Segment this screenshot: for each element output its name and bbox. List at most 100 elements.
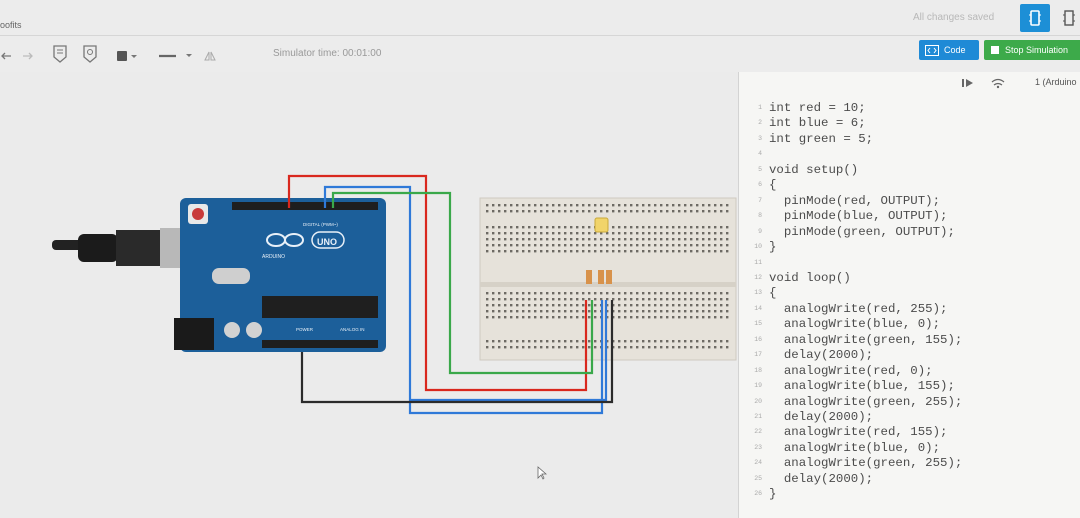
- breadboard-hole[interactable]: [516, 204, 519, 207]
- breadboard-hole[interactable]: [540, 238, 543, 241]
- breadboard-hole[interactable]: [678, 316, 681, 319]
- breadboard-hole[interactable]: [714, 210, 717, 213]
- breadboard-hole[interactable]: [594, 238, 597, 241]
- breadboard-hole[interactable]: [564, 244, 567, 247]
- breadboard-hole[interactable]: [672, 310, 675, 313]
- breadboard-hole[interactable]: [636, 210, 639, 213]
- breadboard-hole[interactable]: [624, 238, 627, 241]
- breadboard-hole[interactable]: [696, 346, 699, 349]
- breadboard-hole[interactable]: [690, 316, 693, 319]
- breadboard-hole[interactable]: [666, 244, 669, 247]
- breadboard-hole[interactable]: [708, 232, 711, 235]
- device-select[interactable]: 1 (Arduino: [1035, 77, 1077, 87]
- breadboard-hole[interactable]: [564, 310, 567, 313]
- breadboard-hole[interactable]: [534, 250, 537, 253]
- breadboard-hole[interactable]: [552, 210, 555, 213]
- breadboard-hole[interactable]: [588, 204, 591, 207]
- breadboard-hole[interactable]: [720, 250, 723, 253]
- breadboard-hole[interactable]: [486, 232, 489, 235]
- project-name[interactable]: oofits: [0, 20, 22, 30]
- breadboard-hole[interactable]: [594, 292, 597, 295]
- breadboard-hole[interactable]: [498, 292, 501, 295]
- breadboard-hole[interactable]: [672, 232, 675, 235]
- breadboard-hole[interactable]: [720, 292, 723, 295]
- breadboard-hole[interactable]: [714, 340, 717, 343]
- breadboard-hole[interactable]: [492, 226, 495, 229]
- breadboard-hole[interactable]: [726, 310, 729, 313]
- breadboard-hole[interactable]: [708, 244, 711, 247]
- breadboard-hole[interactable]: [708, 226, 711, 229]
- breadboard-hole[interactable]: [552, 238, 555, 241]
- breadboard-hole[interactable]: [654, 226, 657, 229]
- breadboard-hole[interactable]: [612, 316, 615, 319]
- breadboard-hole[interactable]: [636, 310, 639, 313]
- breadboard-hole[interactable]: [630, 244, 633, 247]
- breadboard-hole[interactable]: [684, 340, 687, 343]
- breadboard-hole[interactable]: [540, 310, 543, 313]
- breadboard-hole[interactable]: [528, 204, 531, 207]
- breadboard-hole[interactable]: [570, 304, 573, 307]
- breadboard-hole[interactable]: [660, 204, 663, 207]
- breadboard-hole[interactable]: [690, 310, 693, 313]
- breadboard-hole[interactable]: [696, 244, 699, 247]
- breadboard-hole[interactable]: [660, 210, 663, 213]
- breadboard-hole[interactable]: [492, 304, 495, 307]
- breadboard-hole[interactable]: [516, 310, 519, 313]
- breadboard-hole[interactable]: [528, 238, 531, 241]
- breadboard-hole[interactable]: [648, 204, 651, 207]
- breadboard-hole[interactable]: [630, 304, 633, 307]
- breadboard-hole[interactable]: [720, 346, 723, 349]
- breadboard-hole[interactable]: [534, 226, 537, 229]
- breadboard-hole[interactable]: [612, 292, 615, 295]
- breadboard-hole[interactable]: [522, 340, 525, 343]
- breadboard-hole[interactable]: [504, 340, 507, 343]
- breadboard-hole[interactable]: [594, 316, 597, 319]
- breadboard-hole[interactable]: [504, 298, 507, 301]
- code-line[interactable]: }: [769, 240, 777, 255]
- breadboard-hole[interactable]: [600, 232, 603, 235]
- breadboard-hole[interactable]: [714, 244, 717, 247]
- breadboard-hole[interactable]: [648, 304, 651, 307]
- breadboard-hole[interactable]: [576, 210, 579, 213]
- breadboard-hole[interactable]: [702, 304, 705, 307]
- breadboard-hole[interactable]: [486, 316, 489, 319]
- breadboard-hole[interactable]: [516, 232, 519, 235]
- breadboard-hole[interactable]: [666, 250, 669, 253]
- breadboard-hole[interactable]: [708, 210, 711, 213]
- breadboard-hole[interactable]: [522, 346, 525, 349]
- breadboard-hole[interactable]: [648, 232, 651, 235]
- breadboard-hole[interactable]: [546, 316, 549, 319]
- breadboard-hole[interactable]: [606, 232, 609, 235]
- breadboard-hole[interactable]: [558, 238, 561, 241]
- breadboard-hole[interactable]: [630, 310, 633, 313]
- breadboard-hole[interactable]: [690, 340, 693, 343]
- code-line[interactable]: int green = 5;: [769, 131, 874, 146]
- breadboard-hole[interactable]: [672, 238, 675, 241]
- breadboard-hole[interactable]: [570, 316, 573, 319]
- breadboard-hole[interactable]: [534, 238, 537, 241]
- breadboard-hole[interactable]: [606, 298, 609, 301]
- breadboard-hole[interactable]: [486, 292, 489, 295]
- breadboard-hole[interactable]: [504, 316, 507, 319]
- breadboard-hole[interactable]: [600, 210, 603, 213]
- breadboard-hole[interactable]: [678, 244, 681, 247]
- breadboard-hole[interactable]: [552, 304, 555, 307]
- breadboard-hole[interactable]: [606, 204, 609, 207]
- breadboard-hole[interactable]: [642, 210, 645, 213]
- breadboard-hole[interactable]: [672, 340, 675, 343]
- breadboard-hole[interactable]: [648, 238, 651, 241]
- breadboard-hole[interactable]: [492, 298, 495, 301]
- breadboard-hole[interactable]: [726, 250, 729, 253]
- breadboard-hole[interactable]: [702, 244, 705, 247]
- breadboard-hole[interactable]: [624, 304, 627, 307]
- arduino-uno-board[interactable]: ARDUINO UNO DIGITAL (PWM~) POWER ANALOG …: [174, 198, 386, 352]
- schematic-view-button[interactable]: [1054, 4, 1080, 32]
- breadboard-hole[interactable]: [696, 204, 699, 207]
- breadboard-hole[interactable]: [522, 316, 525, 319]
- breadboard-hole[interactable]: [516, 244, 519, 247]
- code-line[interactable]: {: [769, 178, 777, 193]
- breadboard-hole[interactable]: [540, 226, 543, 229]
- breadboard-hole[interactable]: [516, 340, 519, 343]
- breadboard-hole[interactable]: [648, 316, 651, 319]
- breadboard-hole[interactable]: [684, 304, 687, 307]
